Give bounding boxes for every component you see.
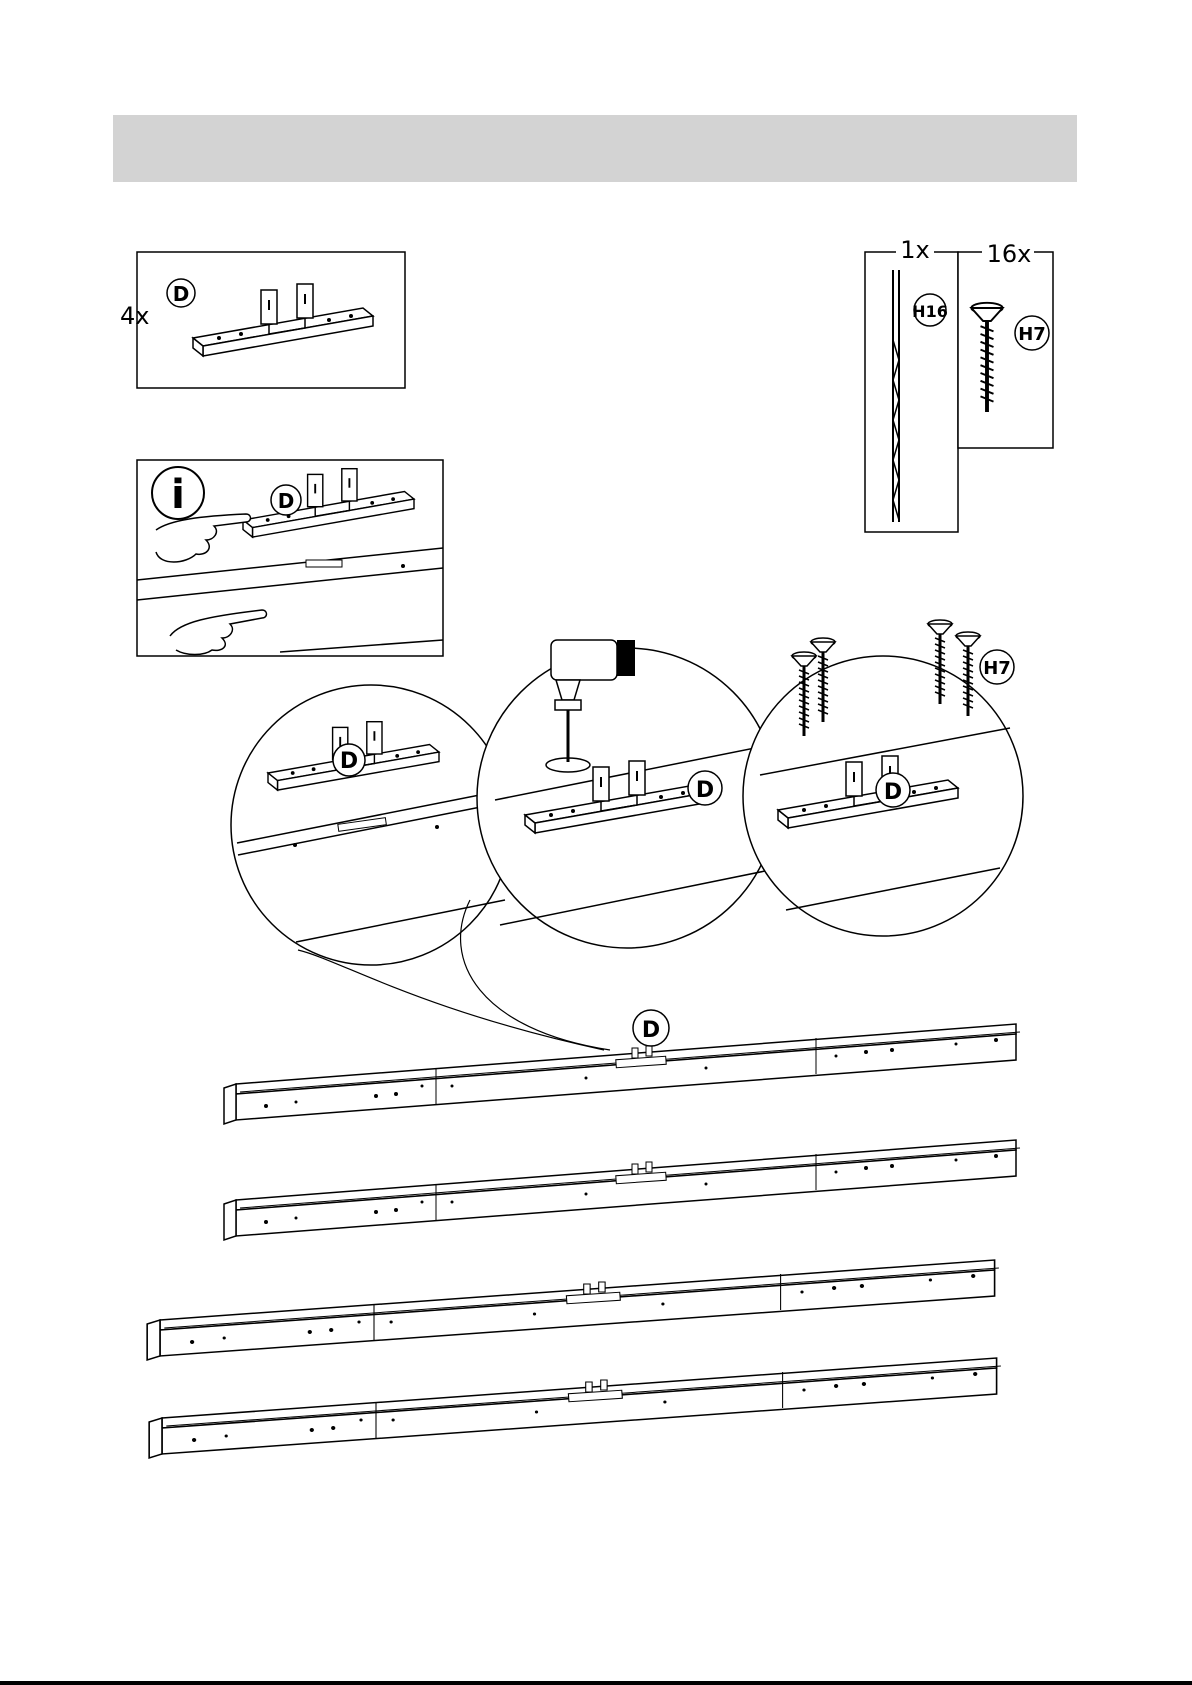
bracket-label: D bbox=[173, 282, 190, 306]
hardware-parts-box: 1x 16x H16 H7 bbox=[865, 236, 1053, 532]
beams: D bbox=[147, 1010, 1020, 1458]
info-icon: i bbox=[171, 472, 185, 518]
info-bracket-label: D bbox=[278, 489, 295, 513]
detail-1-label: D bbox=[340, 749, 358, 774]
bracket-parts-box: 4x D bbox=[120, 252, 405, 388]
detail-3-screw-label: H7 bbox=[983, 658, 1011, 679]
info-box: i D bbox=[137, 460, 443, 656]
drill-bit-label: H16 bbox=[912, 302, 948, 321]
bracket-quantity: 4x bbox=[120, 302, 149, 330]
page-bottom-rule bbox=[0, 1681, 1192, 1685]
detail-2-label: D bbox=[696, 778, 714, 803]
detail-circles: D D D H7 bbox=[231, 620, 1023, 1050]
screw-quantity: 16x bbox=[987, 240, 1032, 268]
screw-label: H7 bbox=[1018, 324, 1046, 345]
drill-bit-quantity: 1x bbox=[900, 236, 929, 264]
assembly-label: D bbox=[642, 1018, 660, 1043]
detail-3-label: D bbox=[884, 780, 902, 805]
